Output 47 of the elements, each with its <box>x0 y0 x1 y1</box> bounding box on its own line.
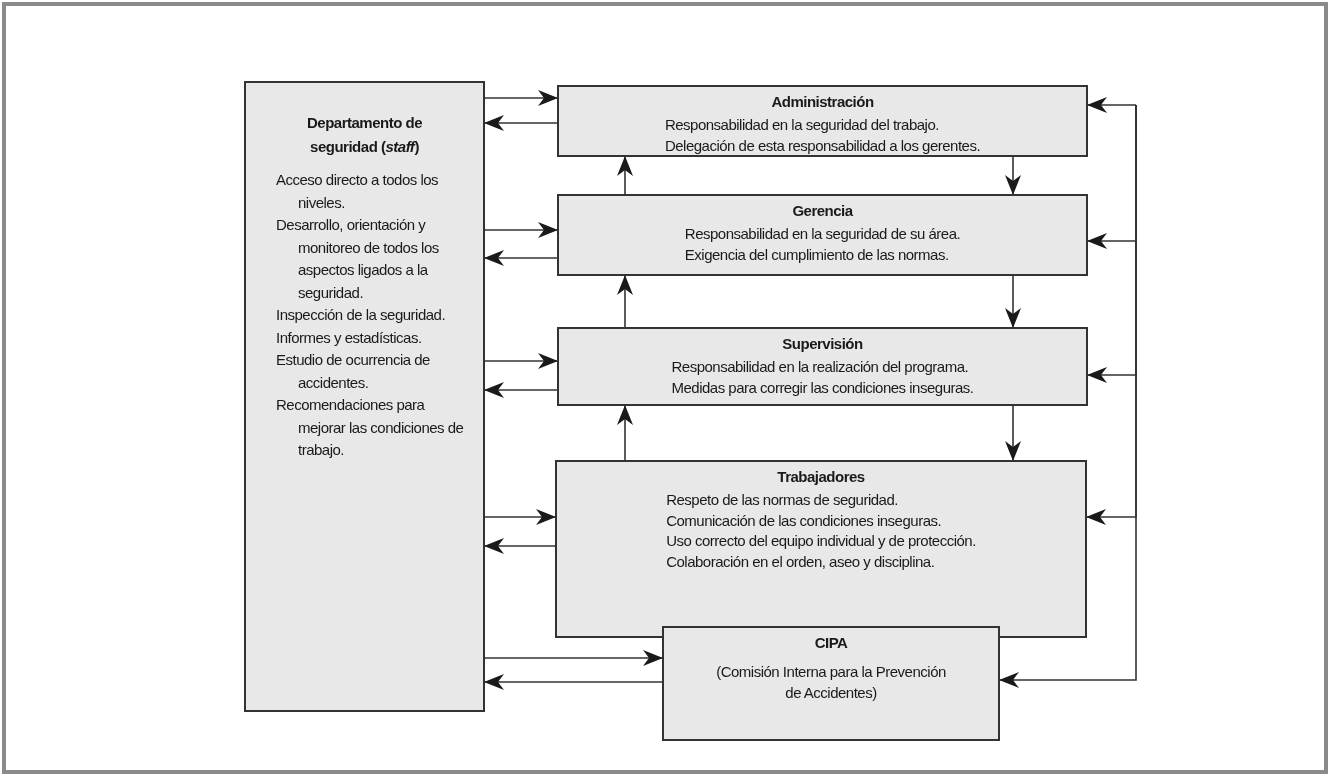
arrow <box>484 650 663 666</box>
arrow <box>617 405 633 461</box>
description-text: (Comisión Interna para la Prevención de Accidentes) <box>716 662 946 703</box>
description-text: Responsabilidad en la seguridad de su área. <box>684 224 961 244</box>
description-text: Exigencia del cumplimiento de las normas. <box>684 244 949 265</box>
arrow <box>1087 97 1137 113</box>
description-text: Delegación de esta responsabilidad a los gerentes. <box>664 135 981 156</box>
description-text: Responsabilidad en la realización del programa. <box>671 357 969 377</box>
arrow <box>617 275 633 328</box>
process-box <box>557 327 1088 406</box>
list-item: Estudio de ocurrencia de accidentes. <box>276 350 431 393</box>
arrow <box>484 250 558 266</box>
arrow <box>484 90 558 106</box>
arrow <box>1005 275 1021 328</box>
box-heading: Supervisión <box>782 334 863 354</box>
arrow <box>484 538 556 554</box>
box-heading: Gerencia <box>792 201 853 221</box>
process-box <box>557 194 1088 276</box>
description-text: Uso correcto del equipo individual y de protección. <box>666 531 976 551</box>
arrow <box>1005 405 1021 461</box>
arrow <box>484 674 663 690</box>
list-item: Desarrollo, orientación y monitoreo de todos los aspectos ligados a la seguridad. <box>276 215 440 303</box>
description-text: Comunicación de las condiciones inseguras. <box>666 510 942 531</box>
list-item: Informes y estadísticas. <box>276 327 422 348</box>
description-text: Respeto de las normas de seguridad. <box>666 490 898 510</box>
description-text: Medidas para corregir las condiciones inseguras. <box>671 377 974 398</box>
process-box <box>662 626 1000 741</box>
arrow <box>484 115 558 131</box>
arrow <box>999 104 1137 688</box>
list-item: Recomendaciones para mejorar las condiciones de trabajo. <box>276 395 465 460</box>
arrow <box>484 222 558 238</box>
arrow <box>484 509 556 525</box>
list-item: Inspección de la seguridad. <box>276 305 446 325</box>
arrow <box>617 156 633 195</box>
process-box <box>555 460 1087 638</box>
box-heading: Trabajadores <box>777 467 865 487</box>
process-box <box>557 85 1088 157</box>
box-heading: Administración <box>771 92 874 112</box>
box-heading: CIPA <box>814 633 848 653</box>
arrow <box>1005 156 1021 195</box>
process-box <box>244 81 485 712</box>
description-text: Responsabilidad en la seguridad del trabajo. <box>664 115 939 135</box>
arrow <box>484 382 558 398</box>
list-item: Acceso directo a todos los niveles. <box>276 170 440 213</box>
description-text: Colaboración en el orden, aseo y disciplina. <box>666 551 935 572</box>
arrow <box>484 353 558 369</box>
box-heading: Departamento de seguridad (staff) <box>306 113 423 157</box>
